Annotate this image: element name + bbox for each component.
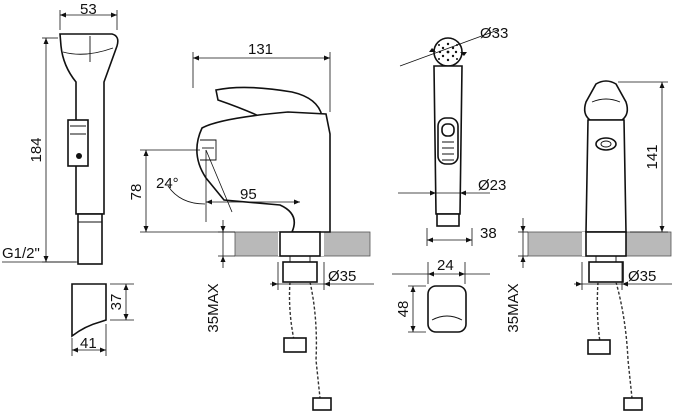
dimension-hole-left: Ø35 — [270, 262, 374, 290]
spray-holes — [438, 42, 458, 62]
thread-label: G1/2" — [2, 245, 40, 262]
holder-height-label: 37 — [108, 294, 125, 311]
thread-callout: G1/2" — [2, 245, 78, 263]
spout-height-label: 78 — [128, 184, 145, 201]
dimension-hole-right: Ø35 — [574, 262, 672, 290]
dimension-spout-height: 78 — [128, 149, 235, 233]
dimension-base-24: 24 — [392, 257, 490, 284]
base-24-label: 24 — [437, 257, 454, 274]
mixer-height-label: 141 — [644, 144, 661, 169]
dimension-max-thickness-right: 35MAX — [505, 218, 528, 333]
mixer-width-label: 131 — [248, 41, 273, 58]
hole-left-label: Ø35 — [328, 268, 356, 285]
base-38-label: 38 — [480, 225, 497, 242]
spout-angle-label: 24° — [156, 175, 179, 192]
base-48-label: 48 — [395, 301, 412, 318]
spout-reach-label: 95 — [240, 186, 257, 203]
hole-right-label: Ø35 — [628, 268, 656, 285]
dimension-spout-reach: 95 — [206, 186, 300, 205]
dimension-head-diameter: Ø33 — [399, 25, 508, 67]
mixer-front-view — [583, 80, 643, 411]
dimension-max-thickness-left: 35MAX — [205, 220, 235, 333]
holder-width-label: 41 — [80, 335, 97, 352]
dimension-base-38: 38 — [426, 225, 497, 246]
max-thickness-left-label: 35MAX — [205, 283, 222, 332]
hand-shower-front-view — [433, 37, 463, 227]
shower-head-side-view — [59, 33, 119, 265]
dimension-mixer-height: 141 — [618, 81, 668, 233]
shower-height-label: 184 — [28, 137, 45, 162]
dimension-base-48: 48 — [395, 285, 426, 333]
head-diameter-label: Ø33 — [480, 25, 508, 42]
dimension-mixer-width: 131 — [192, 41, 331, 112]
handle-diameter-label: Ø23 — [478, 177, 506, 194]
base-plate-top-view — [427, 285, 467, 333]
dimension-handle-diameter: Ø23 — [398, 177, 506, 196]
max-thickness-right-label: 35MAX — [505, 283, 522, 332]
dimension-shower-width: 53 — [59, 1, 118, 30]
wall-holder: 37 41 — [71, 283, 134, 356]
shower-width-label: 53 — [80, 1, 97, 18]
